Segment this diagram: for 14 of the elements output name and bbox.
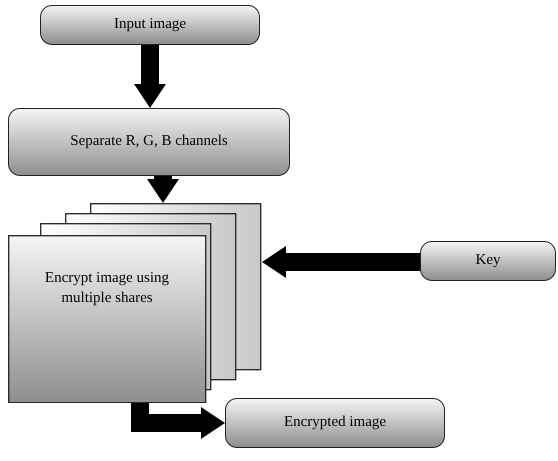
arrow <box>134 45 166 108</box>
arrow <box>131 403 225 439</box>
node-label: Encrypted image <box>282 413 388 432</box>
node-label: Encrypt image using multiple shares <box>44 269 170 308</box>
process-box <box>225 398 445 448</box>
arrow <box>147 176 179 203</box>
stacked-pages <box>8 203 262 403</box>
process-box <box>8 108 290 176</box>
node-label: Input image <box>112 15 188 34</box>
node-label: Key <box>474 251 502 270</box>
process-box <box>420 241 556 281</box>
arrow <box>262 246 420 278</box>
process-box <box>40 5 260 45</box>
node-label: Separate R, G, B channels <box>69 132 229 152</box>
